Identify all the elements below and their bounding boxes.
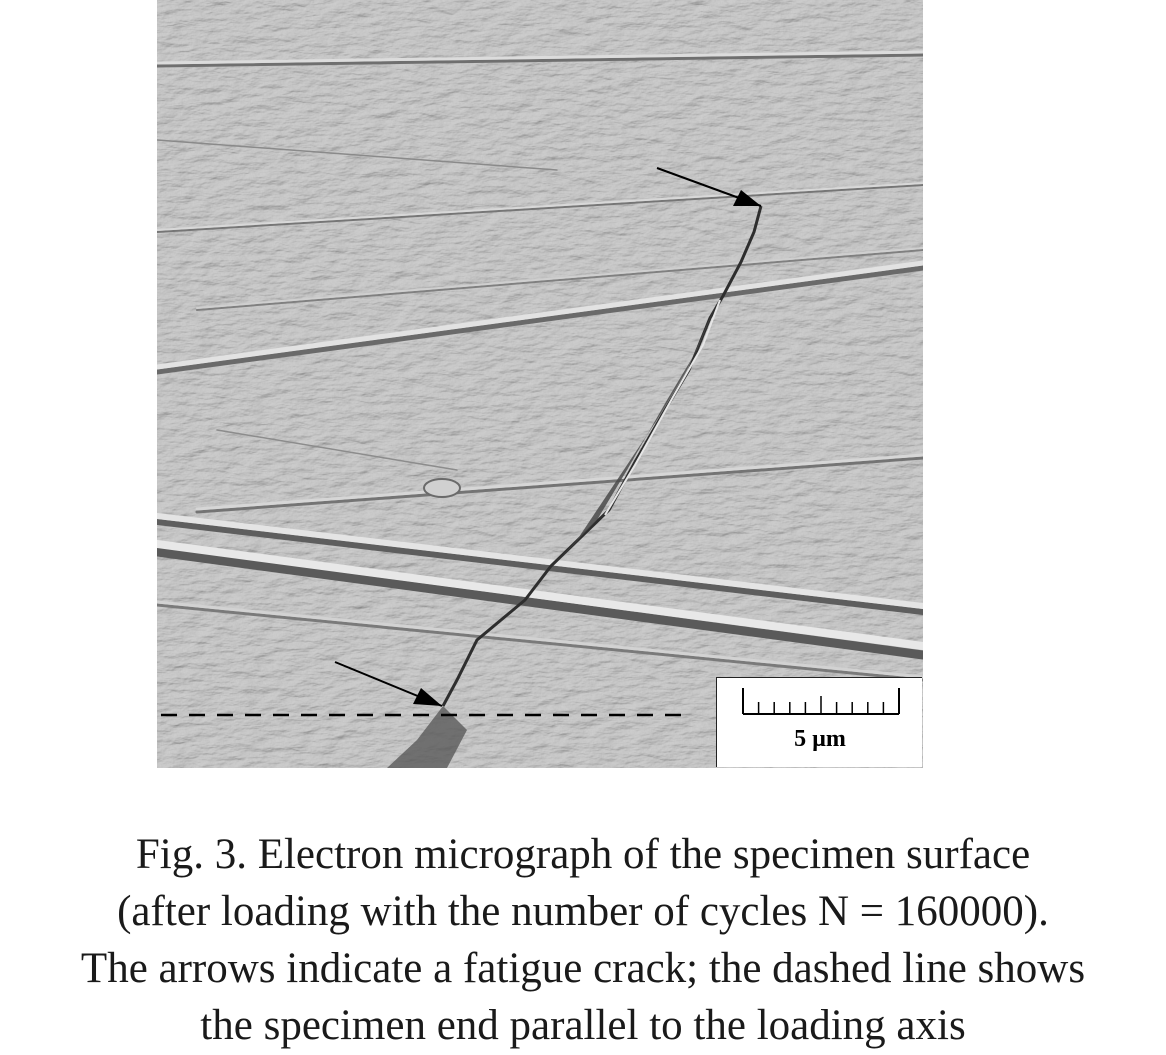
slip-bands <box>157 50 923 682</box>
surface-grain <box>157 0 923 768</box>
scale-bar-ticks <box>742 688 900 715</box>
caption-line-3: The arrows indicate a fatigue crack; the… <box>80 945 1086 992</box>
fatigue-crack <box>387 205 763 768</box>
arrowhead-lower <box>413 688 442 706</box>
scale-bar-box: 5 µm <box>716 677 922 767</box>
electron-micrograph <box>157 0 923 768</box>
figure-caption: Fig. 3. Electron micrograph of the speci… <box>0 826 1166 1054</box>
scale-bar-label: 5 µm <box>794 726 846 752</box>
scale-bar <box>742 688 900 715</box>
caption-line-2: (after loading with the number of cycles… <box>117 888 1049 935</box>
caption-line-4: the specimen end parallel to the loading… <box>200 1002 966 1049</box>
arrowhead-upper <box>733 190 761 206</box>
caption-line-1: Fig. 3. Electron micrograph of the speci… <box>135 831 1031 878</box>
surface-particle <box>423 478 461 498</box>
